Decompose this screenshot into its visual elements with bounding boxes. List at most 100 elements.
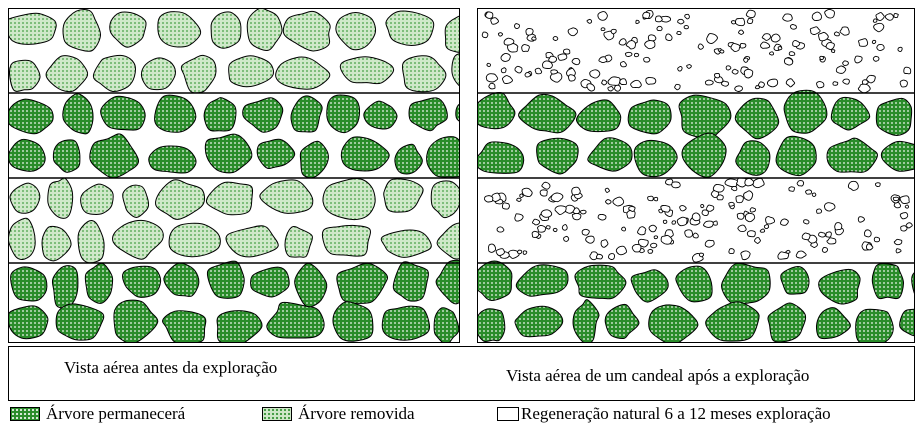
tree-removed <box>77 220 105 264</box>
regeneration-seedling <box>491 192 501 202</box>
tree-remain <box>154 94 197 133</box>
regeneration-seedling <box>660 234 673 245</box>
tree-remain <box>266 301 325 339</box>
tree-remain <box>515 264 569 297</box>
regeneration-seedling <box>539 189 548 197</box>
tree-removed <box>259 179 314 214</box>
regeneration-seedling <box>826 237 837 245</box>
regeneration-seedling <box>792 40 801 48</box>
regeneration-seedling <box>626 210 636 219</box>
legend-item-remain: Árvore permanecerá <box>10 404 185 424</box>
regeneration-seedling <box>674 83 681 91</box>
regeneration-seedling <box>676 30 682 35</box>
regeneration-seedling <box>514 213 524 222</box>
tree-remain <box>162 310 207 342</box>
regeneration-seedling <box>630 79 642 89</box>
regeneration-seedling <box>595 253 604 260</box>
regeneration-seedling <box>736 212 745 220</box>
tree-removed <box>401 55 447 93</box>
tree-removed <box>155 179 206 220</box>
regeneration-seedling <box>759 228 766 233</box>
tree-removed <box>210 11 242 49</box>
regeneration-seedling <box>754 85 760 90</box>
tree-remain <box>250 266 290 298</box>
regeneration-seedling <box>536 225 547 233</box>
regeneration-seedling <box>534 67 543 75</box>
regeneration-seedling <box>700 204 705 209</box>
tree-removed <box>380 229 432 258</box>
regeneration-seedling <box>830 49 836 54</box>
regeneration-seedling <box>684 13 690 20</box>
tree-remain <box>100 95 146 131</box>
regeneration-seedling <box>628 205 636 212</box>
regeneration-seedling <box>735 195 744 204</box>
regeneration-seedling <box>514 65 523 74</box>
regeneration-seedling <box>728 201 735 207</box>
regeneration-seedling <box>521 187 533 198</box>
regeneration-seedling <box>645 77 657 85</box>
regeneration-seedling <box>684 229 693 238</box>
tree-remain <box>216 310 263 342</box>
regeneration-seedling <box>721 80 730 87</box>
regeneration-seedling <box>819 55 824 61</box>
regeneration-seedling <box>550 69 559 75</box>
regeneration-seedling <box>647 34 657 42</box>
regeneration-seedling <box>621 226 627 232</box>
regeneration-seedling <box>600 27 606 32</box>
regeneration-seedling <box>697 43 704 50</box>
tree-removed-group <box>9 9 459 94</box>
regeneration-seedling <box>481 31 489 39</box>
tree-removed <box>451 53 459 87</box>
tree-removed <box>45 55 89 93</box>
tree-remain <box>89 133 140 179</box>
regeneration-seedling <box>752 178 765 189</box>
regeneration-seedling <box>642 11 651 19</box>
regeneration-seedling <box>586 18 593 24</box>
regeneration-seedling <box>648 224 657 233</box>
regeneration-seedling <box>554 205 567 215</box>
regeneration-seedling <box>719 49 725 54</box>
tree-removed <box>339 56 395 85</box>
tree-removed-group <box>9 177 459 264</box>
regeneration-seedling <box>485 11 494 19</box>
tree-remain <box>630 269 669 303</box>
tree-removed <box>383 178 424 213</box>
regeneration-seedling <box>785 249 791 254</box>
regeneration-seedling <box>712 184 725 193</box>
regeneration-seedling <box>601 79 608 86</box>
regeneration-seedling <box>638 238 649 248</box>
regeneration-seedling <box>811 192 817 197</box>
regeneration-seedling <box>647 248 654 254</box>
regeneration-seedling <box>839 26 850 36</box>
regeneration-seedling <box>734 85 743 92</box>
regeneration-seedling <box>692 232 699 239</box>
tree-removed <box>140 57 176 91</box>
regeneration-seedling <box>516 197 522 202</box>
regeneration-seedling <box>795 250 807 259</box>
regeneration-seedling <box>737 224 747 233</box>
regeneration-seedling <box>744 212 756 223</box>
regeneration-seedling <box>893 12 899 19</box>
tree-removed <box>180 54 217 94</box>
tree-remain <box>899 308 914 337</box>
regeneration-seedling <box>637 226 647 236</box>
tree-removed <box>9 182 41 214</box>
regeneration-seedling <box>597 11 608 21</box>
regeneration-seedling <box>704 79 714 86</box>
tree-removed-swatch-icon <box>262 407 292 421</box>
regeneration-seedling <box>545 225 551 230</box>
regeneration-group <box>483 177 913 263</box>
regeneration-seedling <box>650 242 658 249</box>
caption-after: Vista aérea de um candeal após a explora… <box>506 366 810 385</box>
regeneration-seedling <box>703 220 714 228</box>
regeneration-seedling <box>789 23 797 30</box>
regeneration-seedling <box>899 212 909 220</box>
regeneration-seedling <box>847 180 859 191</box>
regeneration-seedling <box>597 213 607 221</box>
tree-remain-group <box>478 89 914 178</box>
tree-remain <box>734 97 780 140</box>
regeneration-seedling <box>761 33 771 41</box>
regeneration-seedling <box>698 252 705 258</box>
tree-remain <box>478 92 516 130</box>
regeneration-seedling <box>619 61 627 68</box>
